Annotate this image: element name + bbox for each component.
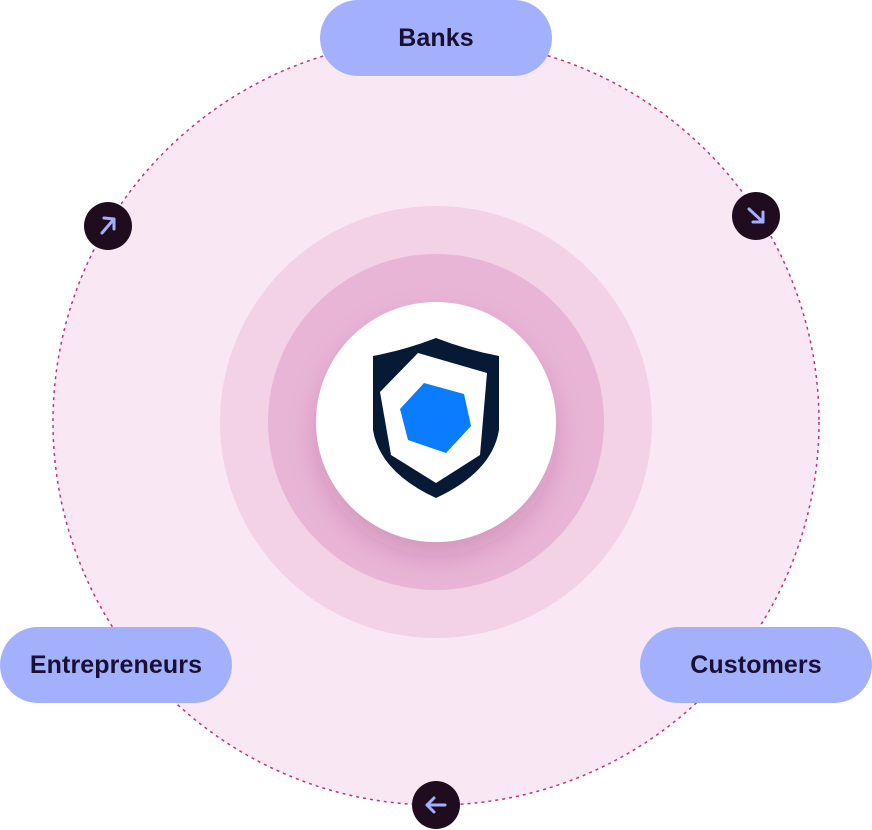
shield-blue-hexagon [400,383,471,453]
dotted-ring [52,38,820,806]
node-banks-label: Banks [398,23,474,52]
arrow-badge-bottom [412,781,460,829]
node-entrepreneurs-label: Entrepreneurs [29,650,203,679]
arrow-left-icon [425,796,447,814]
node-customers: Customers [640,627,872,703]
arrow-down-right-icon [747,207,765,224]
arrow-badge-top-right [732,192,780,240]
shield-hexagon-icon [373,338,499,498]
node-customers-label: Customers [690,650,822,679]
node-banks: Banks [320,0,552,76]
arrow-badge-top-left [84,202,132,250]
node-entrepreneurs: Entrepreneurs [0,627,232,703]
arrow-up-right-icon [100,216,116,235]
